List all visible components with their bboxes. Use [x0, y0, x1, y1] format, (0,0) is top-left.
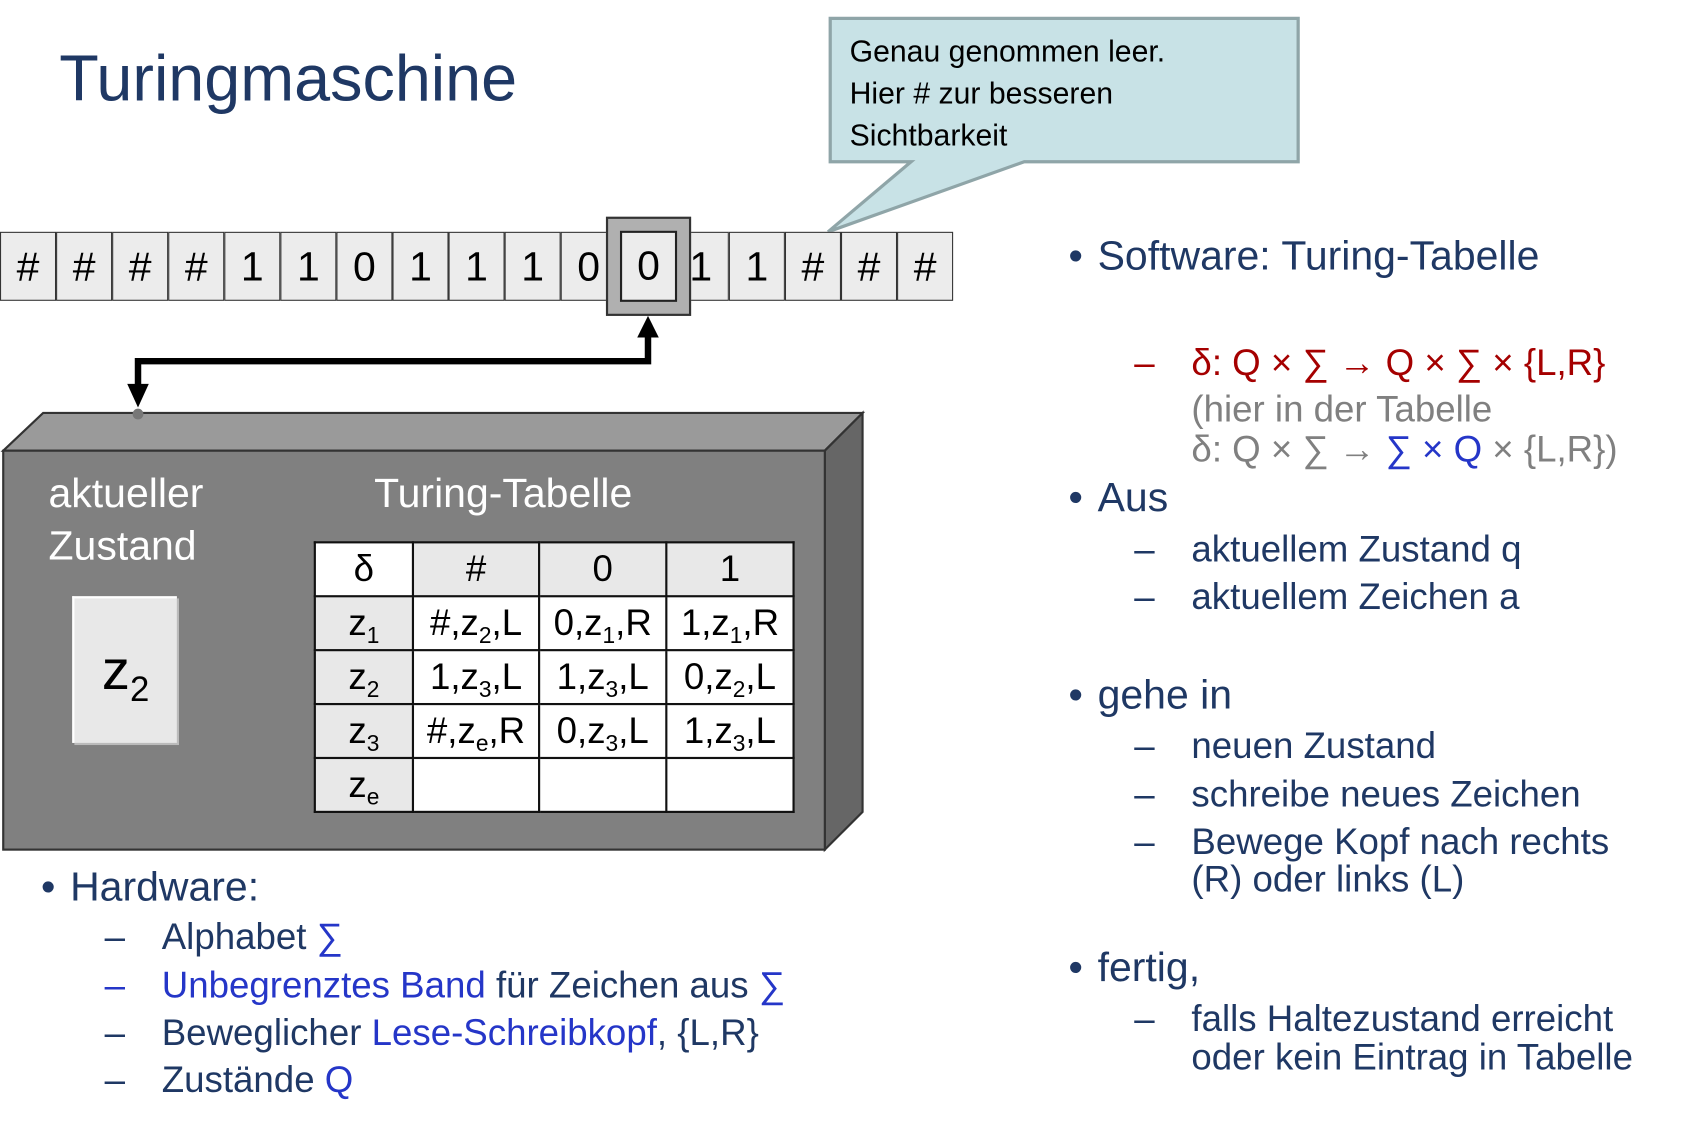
hardware-item: –Beweglicher Lese-Schreibkopf, {L,R}: [104, 1012, 759, 1054]
table-note: (hier in der Tabelle: [1191, 389, 1493, 431]
corner-cell: δ: [313, 541, 415, 598]
delta-definition: –δ: Q × ∑ → Q × ∑ × {L,R}: [1134, 342, 1606, 384]
tape-cell: #: [784, 231, 841, 301]
state-sub: 2: [129, 669, 150, 709]
tape-cell: #: [0, 231, 57, 301]
header-cell: 0: [538, 541, 668, 598]
state-label: Zustand: [48, 524, 197, 570]
tape-cell: #: [840, 231, 898, 301]
hardware-heading: •Hardware:: [40, 864, 260, 911]
callout-line: Genau genommen leer.: [849, 34, 1166, 68]
tape-cell: #: [168, 231, 225, 301]
transition-cell: 1,z1,R: [665, 595, 795, 652]
aus-item: –aktuellem Zeichen a: [1134, 576, 1520, 618]
callout-line: Sichtbarkeit: [849, 118, 1008, 153]
gehe-item: –schreibe neues Zeichen: [1134, 774, 1581, 816]
tape-cell: #: [56, 231, 113, 301]
tape-cell: 1: [392, 231, 449, 301]
fertig-item: –falls Haltezustand erreicht: [1134, 998, 1614, 1040]
connection-dot: [132, 408, 144, 420]
hardware-item: –Unbegrenztes Band für Zeichen aus ∑: [104, 964, 785, 1006]
tape-cell-under-head: 0: [619, 230, 678, 302]
gehe-item-continued: (R) oder links (L): [1191, 859, 1465, 901]
transition-cell: 1,z3,L: [411, 649, 541, 706]
transition-cell: 0,z3,L: [538, 702, 668, 760]
arrow-up-head: [637, 315, 659, 338]
transition-cell: [665, 756, 795, 813]
table-delta: δ: Q × ∑ → ∑ × Q × {L,R}): [1191, 429, 1618, 471]
table-title: Turing-Tabelle: [374, 471, 633, 517]
fertig-item-continued: oder kein Eintrag in Tabelle: [1191, 1037, 1633, 1079]
aus-item: –aktuellem Zustand q: [1134, 529, 1522, 571]
gehe-bullet: •gehe in: [1068, 672, 1233, 719]
current-state-card: z2: [72, 596, 177, 743]
transition-cell: 1,z3,L: [665, 702, 795, 760]
state-cell: z1: [313, 595, 415, 652]
table-row: ze: [313, 756, 795, 813]
arrow-down-head: [127, 383, 149, 408]
transition-cell: 1,z3,L: [538, 649, 668, 706]
tape-cell: #: [112, 231, 169, 301]
tape-cell: 1: [728, 231, 785, 301]
callout-bubble: [827, 16, 1300, 234]
transition-cell: 0,z1,R: [538, 595, 668, 652]
slide-title: Turingmaschine: [59, 42, 518, 115]
gehe-item: –neuen Zustand: [1134, 725, 1436, 767]
tape-cell: 1: [504, 231, 561, 301]
transition-cell: #,z2,L: [411, 595, 541, 652]
hardware-item: –Alphabet ∑: [104, 916, 343, 958]
hardware-item: –Zustände Q: [104, 1059, 354, 1101]
state-cell: z2: [313, 649, 415, 706]
transition-cell: [411, 756, 541, 813]
table-header-row: δ # 0 1: [313, 541, 795, 598]
state-cell: z3: [313, 702, 415, 760]
tape-cell: #: [897, 231, 954, 301]
head-connection-arrow: [134, 336, 652, 386]
transition-cell: #,ze,R: [411, 702, 541, 760]
tape-cell: 1: [224, 231, 281, 301]
callout-text: Genau genommen leer. Hier # zur besseren…: [850, 30, 1292, 156]
state-label: aktueller: [48, 471, 204, 517]
gehe-item: –Bewege Kopf nach rechts: [1134, 821, 1610, 863]
state-cell: ze: [313, 756, 415, 813]
software-bullet: •Software: Turing-Tabelle: [1068, 233, 1540, 280]
header-cell: 1: [665, 541, 795, 598]
header-cell: #: [411, 541, 541, 598]
transition-cell: [538, 756, 668, 813]
fertig-bullet: •fertig,: [1068, 945, 1201, 991]
tape-cell: 0: [336, 231, 393, 301]
aus-bullet: •Aus: [1068, 475, 1169, 521]
transition-cell: 0,z2,L: [665, 649, 795, 706]
tape-cell: 1: [280, 231, 337, 301]
tape-cell: 1: [448, 231, 505, 301]
state-name: z: [101, 639, 130, 702]
callout-line: Hier # zur besseren: [849, 76, 1114, 110]
